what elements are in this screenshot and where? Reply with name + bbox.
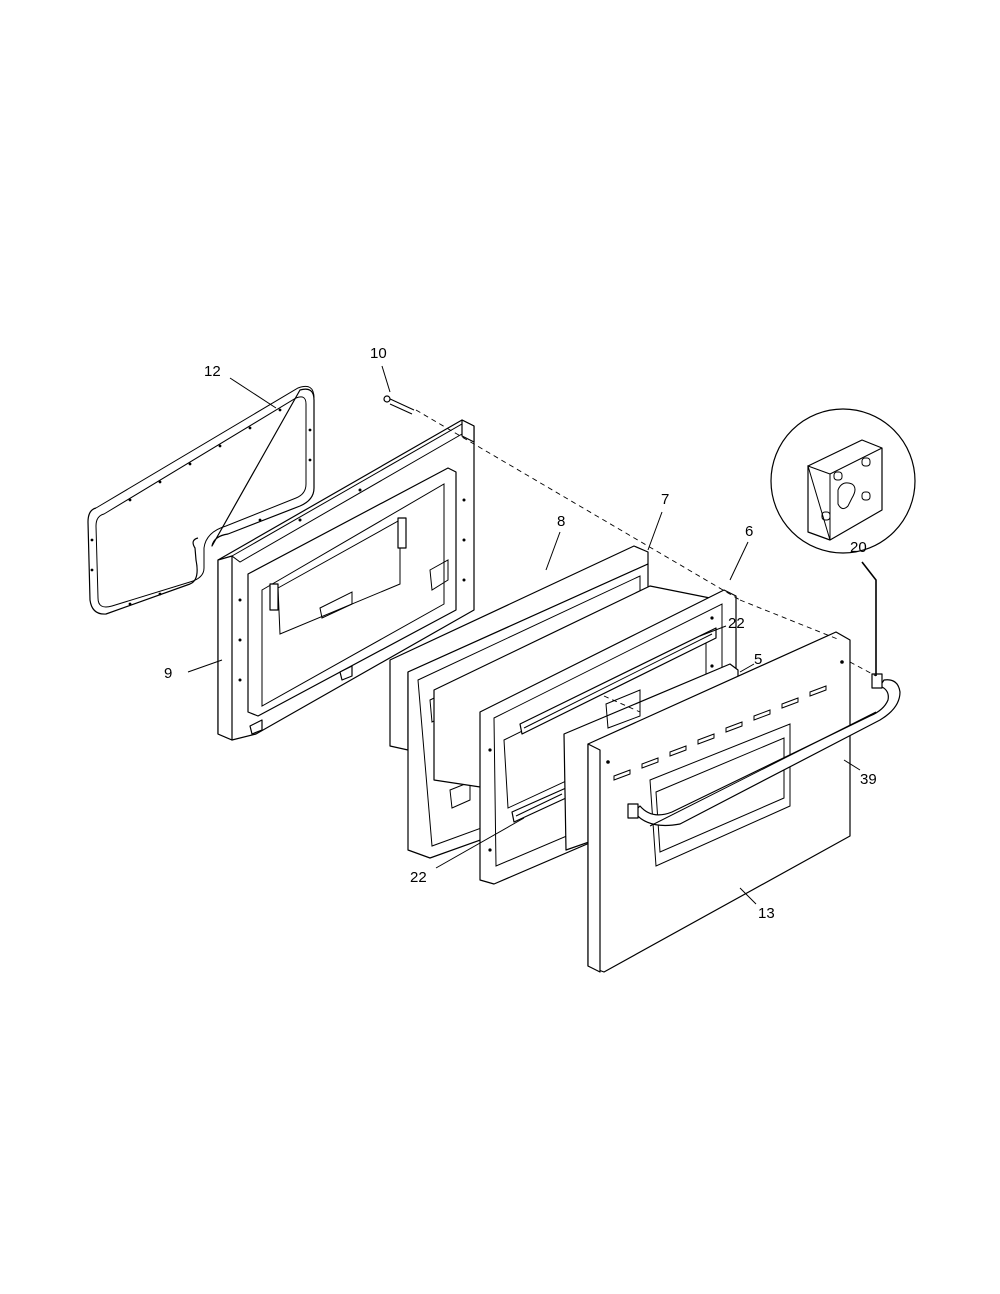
callout-39: 39: [860, 771, 877, 788]
callout-6: 6: [745, 523, 753, 540]
callout-9: 9: [164, 665, 172, 682]
callout-13: 13: [758, 905, 775, 922]
leader-lines: [187, 365, 877, 905]
callout-8: 8: [557, 513, 565, 530]
part-22-vent-upper: [519, 627, 717, 735]
callout-22-lower: 22: [410, 869, 427, 886]
part-20-bracket-detail: [770, 408, 916, 554]
callout-7: 7: [661, 491, 669, 508]
callout-22-upper: 22: [728, 615, 745, 632]
vent-slots: [613, 685, 827, 781]
part-12-gasket: [87, 385, 315, 615]
callout-12: 12: [204, 363, 221, 380]
callout-20: 20: [850, 539, 867, 556]
part-39-handle: [627, 673, 901, 827]
alignment-lines: [415, 409, 877, 713]
callout-10: 10: [370, 345, 387, 362]
callout-5: 5: [754, 651, 762, 668]
part-9-door-liner: [217, 419, 475, 741]
part-10-screw: [383, 395, 415, 415]
